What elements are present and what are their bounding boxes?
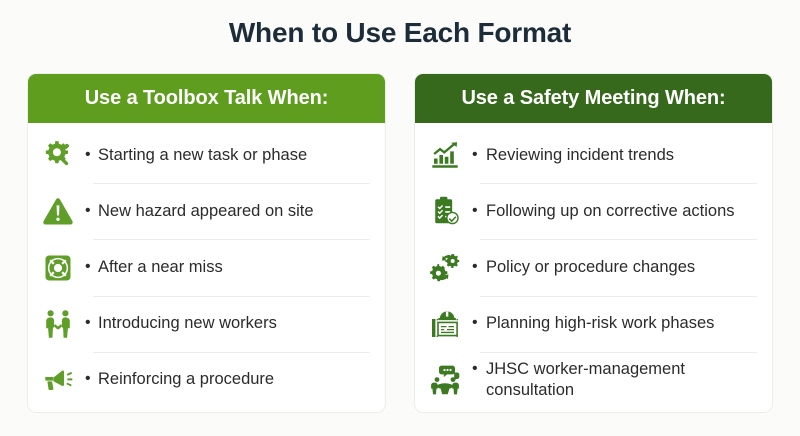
life-ring-icon	[41, 251, 75, 285]
list-item: Reinforcing a procedure	[41, 351, 372, 408]
list-item-label: Introducing new workers	[85, 312, 372, 334]
list-item-label: JHSC worker-management consultation	[472, 358, 759, 401]
page-title: When to Use Each Format	[228, 17, 572, 48]
hardhat-blueprint-icon	[428, 307, 462, 341]
gear-wrench-icon	[41, 138, 75, 172]
card-toolbox-talk: Use a Toolbox Talk When: Starting a new …	[27, 73, 386, 413]
comparison-cards: Use a Toolbox Talk When: Starting a new …	[27, 73, 773, 413]
list-item: After a near miss	[41, 239, 372, 295]
list-item-label: Reviewing incident trends	[472, 144, 759, 166]
list-item-label: Starting a new task or phase	[85, 144, 372, 166]
list-item: Following up on corrective actions	[428, 183, 759, 239]
list-item: Introducing new workers	[41, 295, 372, 352]
list-item: Reviewing incident trends	[428, 127, 759, 183]
meeting-table-icon	[428, 363, 462, 397]
handshake-people-icon	[41, 307, 75, 341]
list-item-label: New hazard appeared on site	[85, 200, 372, 222]
list-item-label: After a near miss	[85, 256, 372, 278]
list-item-label: Planning high-risk work phases	[472, 312, 759, 334]
list-item: Planning high-risk work phases	[428, 295, 759, 352]
list-item: Policy or procedure changes	[428, 239, 759, 295]
clipboard-check-icon	[428, 194, 462, 228]
megaphone-icon	[41, 363, 75, 397]
gears-cycle-icon	[428, 251, 462, 285]
list-item: Starting a new task or phase	[41, 127, 372, 183]
card-toolbox-talk-body: Starting a new task or phase New hazard …	[28, 123, 385, 412]
list-item-label: Reinforcing a procedure	[85, 368, 372, 390]
list-item-label: Following up on corrective actions	[472, 200, 759, 222]
list-item: JHSC worker-management consultation	[428, 351, 759, 408]
warning-triangle-icon	[41, 194, 75, 228]
bar-chart-trend-icon	[428, 138, 462, 172]
card-safety-meeting: Use a Safety Meeting When: Reviewing inc…	[414, 73, 773, 413]
card-toolbox-talk-header: Use a Toolbox Talk When:	[28, 74, 385, 123]
list-item: New hazard appeared on site	[41, 183, 372, 239]
card-safety-meeting-body: Reviewing incident trends Followi	[415, 123, 772, 412]
list-item-label: Policy or procedure changes	[472, 256, 759, 278]
card-safety-meeting-header: Use a Safety Meeting When:	[415, 74, 772, 123]
